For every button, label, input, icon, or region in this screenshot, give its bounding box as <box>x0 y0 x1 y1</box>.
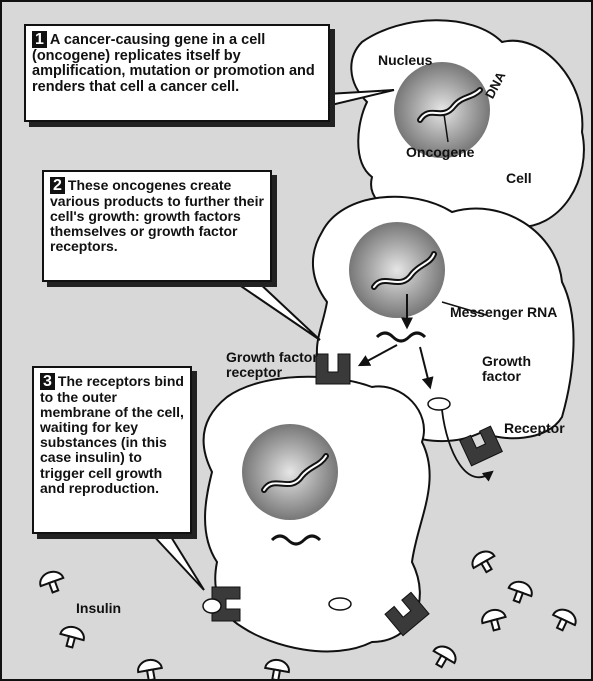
growth-factor-oval <box>428 398 450 410</box>
callout-2-tail <box>232 280 320 340</box>
callout-1-text: A cancer-causing gene in a cell (oncogen… <box>32 32 315 95</box>
label-nucleus: Nucleus <box>378 52 432 68</box>
label-oncogene: Oncogene <box>406 144 474 160</box>
label-cell: Cell <box>506 170 532 186</box>
callout-1-number: 1 <box>32 31 47 48</box>
callout-3-number: 3 <box>40 373 55 390</box>
label-receptor: Receptor <box>504 420 565 436</box>
nucleus-3 <box>242 424 338 520</box>
growth-factor-oval-cell3 <box>329 598 351 610</box>
callout-2-text: These oncogenes create various products … <box>50 177 264 254</box>
label-messenger-rna: Messenger RNA <box>450 304 557 320</box>
callout-3-tail <box>150 532 204 590</box>
nucleus-2 <box>349 222 445 318</box>
label-insulin: Insulin <box>76 600 121 616</box>
callout-3-text: The receptors bind to the outer membrane… <box>40 373 184 496</box>
label-growth-factor: Growth factor <box>482 354 550 385</box>
label-growth-factor-receptor: Growth factor receptor <box>226 350 322 381</box>
callout-2-number: 2 <box>50 177 65 194</box>
